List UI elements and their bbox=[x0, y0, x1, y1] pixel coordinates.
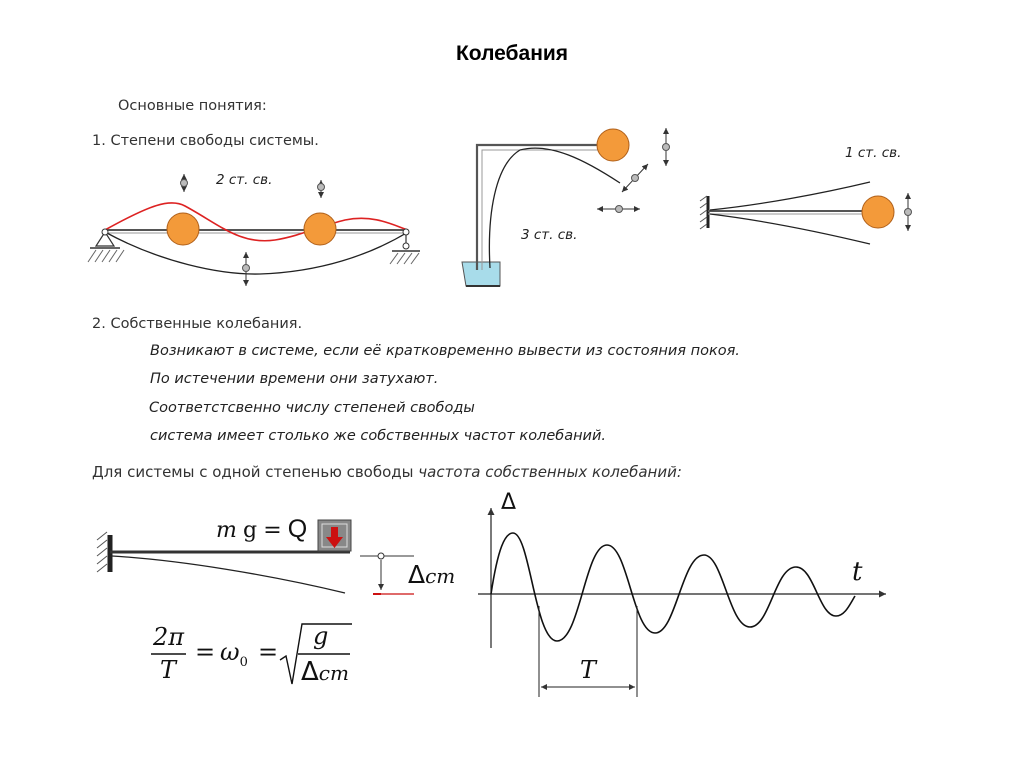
natural-text-line-1: Возникают в системе, если её кратковреме… bbox=[150, 343, 740, 359]
mass-circle-1 bbox=[166, 212, 200, 246]
natural-text-line-4: система имеет столько же собственных час… bbox=[150, 428, 607, 444]
load-arrow-icon bbox=[326, 527, 343, 548]
natural-text-line-3: Соответстсвенно числу степеней свободы bbox=[149, 400, 475, 416]
frame-mass-circle bbox=[596, 128, 630, 162]
load-q: Q bbox=[287, 515, 308, 543]
page-title: Колебания bbox=[455, 42, 569, 65]
mode-shape-line bbox=[104, 202, 409, 242]
formula-denominator: T bbox=[160, 656, 177, 684]
frame-arrow-horizontal bbox=[597, 205, 640, 213]
formula-omega-symbol: ω bbox=[220, 638, 240, 666]
oscillation-curve bbox=[490, 532, 856, 642]
sdof-heading-prefix: Для системы с одной степенью свободы bbox=[92, 463, 414, 481]
dof-arrow-1 bbox=[180, 174, 188, 192]
pin-support-left bbox=[87, 228, 125, 263]
sdof-heading-suffix: частота собственных колебаний: bbox=[418, 463, 682, 481]
graph-period-label: T bbox=[580, 656, 597, 684]
dof-arrow-3 bbox=[242, 252, 250, 286]
frame-base-block bbox=[461, 261, 501, 287]
formula-sqrt-delta: Δ bbox=[301, 657, 319, 687]
dof-arrow-2 bbox=[317, 180, 325, 198]
delta-st-symbol: Δ bbox=[408, 560, 426, 589]
load-g: g bbox=[243, 518, 258, 543]
formula-omega: ω0 bbox=[220, 638, 248, 670]
beam-two-masses-diagram bbox=[87, 174, 420, 286]
sdof-heading: Для системы с одной степенью свободы час… bbox=[92, 463, 682, 481]
delta-st-label: Δcm bbox=[408, 560, 455, 590]
natural-text-line-2: По истечении времени они затухают. bbox=[150, 371, 439, 387]
formula-equals-2: = bbox=[258, 638, 279, 666]
cantilever-arrow bbox=[904, 193, 912, 231]
graph-x-label: t bbox=[852, 557, 863, 587]
formula-sqrt-denominator: Δcm bbox=[301, 656, 349, 687]
intro-heading: Основные понятия: bbox=[118, 98, 267, 114]
formula-omega-sub: 0 bbox=[239, 654, 248, 670]
delta-st-sub: cm bbox=[425, 564, 456, 588]
section-2-heading: 2. Собственные колебания. bbox=[92, 316, 303, 332]
formula-numerator: 2π bbox=[153, 623, 185, 651]
load-m: m bbox=[216, 518, 237, 543]
formula-sqrt-numerator: g bbox=[313, 622, 329, 650]
graph-y-label: Δ bbox=[501, 490, 517, 515]
section-1-heading: 1. Степени свободы системы. bbox=[92, 133, 319, 149]
load-label: m g = Q bbox=[216, 515, 307, 544]
roller-support-right bbox=[389, 228, 420, 265]
frame-column bbox=[475, 143, 598, 270]
frame-arrow-diagonal bbox=[621, 163, 649, 193]
formula-rules bbox=[151, 623, 352, 685]
mass-circle-2 bbox=[303, 212, 337, 246]
load-eq: = bbox=[263, 518, 282, 543]
frame-deflection bbox=[488, 147, 621, 269]
formula-equals-1: = bbox=[195, 638, 216, 666]
formula-sqrt-sub: cm bbox=[318, 661, 349, 685]
deflection-curve bbox=[104, 231, 409, 275]
damped-oscillation-graph bbox=[478, 508, 886, 697]
cantilever-mass-circle bbox=[861, 195, 895, 229]
cantilever-diagram bbox=[699, 181, 912, 245]
dof-label-frame: 3 ст. св. bbox=[521, 227, 578, 243]
frame-arrow-vertical bbox=[662, 128, 670, 166]
dof-label-beam: 2 ст. св. bbox=[216, 172, 273, 188]
frame-diagram bbox=[461, 128, 670, 287]
sdof-cantilever-diagram bbox=[96, 519, 414, 595]
dof-label-cantilever: 1 ст. св. bbox=[845, 145, 902, 161]
